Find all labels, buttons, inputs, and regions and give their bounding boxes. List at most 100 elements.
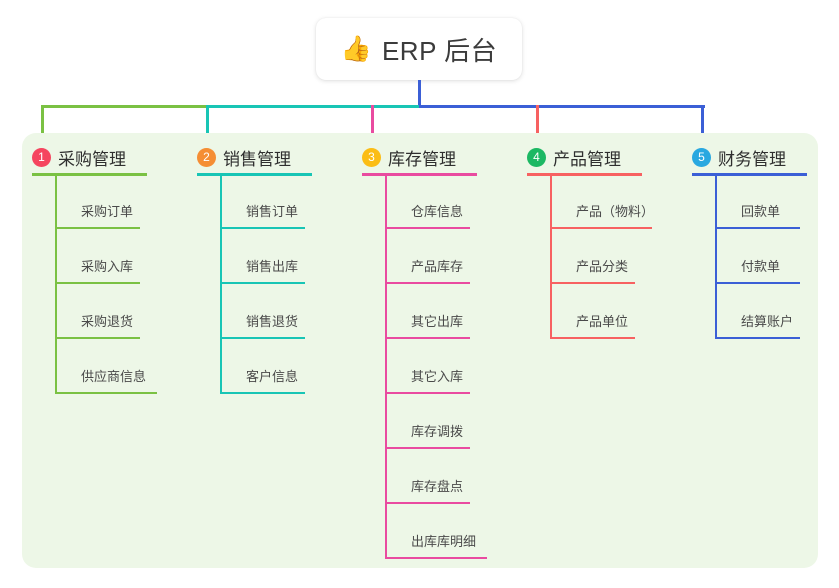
root-node-label: ERP 后台: [381, 35, 498, 66]
connector-bus-segment-3: [419, 105, 705, 108]
branch-item-label: 库存调拨: [411, 424, 464, 439]
root-node[interactable]: 👍 ERP 后台: [316, 18, 522, 80]
branch-header-rule: [692, 173, 807, 176]
branch-header-1[interactable]: 1 采购管理: [32, 145, 126, 170]
branch-item[interactable]: 客户信息: [220, 339, 315, 394]
branch-header-rule: [527, 173, 642, 176]
branch-item[interactable]: 出库库明细: [385, 504, 487, 559]
branch-item-label: 仓库信息: [411, 204, 464, 219]
branch-spine: [220, 174, 222, 394]
branch-item-label: 回款单: [741, 204, 781, 219]
branch-item-rule: [55, 227, 140, 229]
branch-item[interactable]: 其它出库: [385, 284, 480, 339]
branch-item-rule: [385, 227, 470, 229]
branch-item-rule: [385, 557, 487, 559]
branch-item-rule: [385, 502, 470, 504]
branch-item-label: 库存盘点: [411, 479, 464, 494]
branch-number-badge: 1: [32, 148, 51, 167]
branch-header-5[interactable]: 5 财务管理: [692, 145, 786, 170]
branch-item-rule: [220, 227, 305, 229]
branch-item-label: 结算账户: [741, 314, 794, 329]
branch-item[interactable]: 供应商信息: [55, 339, 157, 394]
branch-item[interactable]: 回款单: [715, 174, 810, 229]
branch-item[interactable]: 其它入库: [385, 339, 480, 394]
branches-panel: [22, 133, 818, 568]
branch-item[interactable]: 产品库存: [385, 229, 480, 284]
branch-item-label: 产品分类: [576, 259, 629, 274]
branch-item[interactable]: 结算账户: [715, 284, 810, 339]
connector-drop-1: [41, 105, 44, 148]
branch-item-rule: [55, 337, 140, 339]
branch-header-rule: [32, 173, 147, 176]
connector-root-stem: [418, 80, 421, 108]
branch-item-rule: [220, 282, 305, 284]
branch-title: 财务管理: [718, 150, 786, 169]
branch-item-label: 采购入库: [81, 259, 134, 274]
branch-number-badge: 3: [362, 148, 381, 167]
thumbs-up-icon: 👍: [340, 34, 372, 63]
branch-header-rule: [197, 173, 312, 176]
connector-drop-4: [536, 105, 539, 148]
connector-drop-3: [371, 105, 374, 148]
branch-item-label: 销售出库: [246, 259, 299, 274]
branch-header-3[interactable]: 3 库存管理: [362, 145, 456, 170]
branch-item-rule: [715, 337, 800, 339]
connector-drop-2: [206, 105, 209, 148]
branch-item-rule: [220, 392, 305, 394]
branch-number-badge: 2: [197, 148, 216, 167]
branch-item-rule: [550, 282, 635, 284]
branch-item-rule: [385, 447, 470, 449]
branch-title: 采购管理: [58, 150, 126, 169]
branch-spine: [715, 174, 717, 339]
branch-item-rule: [385, 337, 470, 339]
branch-item[interactable]: 库存调拨: [385, 394, 480, 449]
branch-item[interactable]: 采购退货: [55, 284, 150, 339]
branch-item-label: 产品单位: [576, 314, 629, 329]
branch-item-rule: [55, 392, 157, 394]
branch-header-2[interactable]: 2 销售管理: [197, 145, 291, 170]
branch-item-label: 销售订单: [246, 204, 299, 219]
branch-item[interactable]: 采购订单: [55, 174, 150, 229]
branch-item[interactable]: 销售出库: [220, 229, 315, 284]
branch-spine: [385, 174, 387, 559]
connector-bus-segment-1: [41, 105, 209, 108]
branch-item-rule: [715, 282, 800, 284]
branch-item-label: 供应商信息: [81, 369, 147, 384]
branch-item[interactable]: 产品（物料）: [550, 174, 654, 229]
branch-item[interactable]: 库存盘点: [385, 449, 480, 504]
branch-item-label: 采购订单: [81, 204, 134, 219]
branch-item[interactable]: 销售订单: [220, 174, 315, 229]
connector-drop-5: [701, 105, 704, 148]
branch-item-rule: [385, 392, 470, 394]
branch-spine: [550, 174, 552, 339]
branch-item-rule: [550, 227, 652, 229]
branch-item[interactable]: 仓库信息: [385, 174, 480, 229]
branch-title: 产品管理: [553, 150, 621, 169]
branch-item-label: 付款单: [741, 259, 781, 274]
branch-header-4[interactable]: 4 产品管理: [527, 145, 621, 170]
branch-item-label: 采购退货: [81, 314, 134, 329]
branch-item-rule: [550, 337, 635, 339]
branch-item-rule: [55, 282, 140, 284]
branch-number-badge: 5: [692, 148, 711, 167]
branch-item-label: 产品库存: [411, 259, 464, 274]
branch-item[interactable]: 产品单位: [550, 284, 645, 339]
branch-item-rule: [385, 282, 470, 284]
branch-title: 库存管理: [388, 150, 456, 169]
branch-item[interactable]: 付款单: [715, 229, 810, 284]
connector-bus-segment-2: [207, 105, 421, 108]
branch-item[interactable]: 产品分类: [550, 229, 645, 284]
branch-item-label: 其它入库: [411, 369, 464, 384]
branch-item-label: 产品（物料）: [576, 204, 655, 219]
branch-item[interactable]: 采购入库: [55, 229, 150, 284]
branch-item-rule: [220, 337, 305, 339]
branch-item-label: 销售退货: [246, 314, 299, 329]
branch-item-rule: [715, 227, 800, 229]
branch-item-label: 出库库明细: [411, 534, 477, 549]
branch-title: 销售管理: [223, 150, 291, 169]
branch-number-badge: 4: [527, 148, 546, 167]
branch-item[interactable]: 销售退货: [220, 284, 315, 339]
branch-item-label: 其它出库: [411, 314, 464, 329]
branch-header-rule: [362, 173, 477, 176]
